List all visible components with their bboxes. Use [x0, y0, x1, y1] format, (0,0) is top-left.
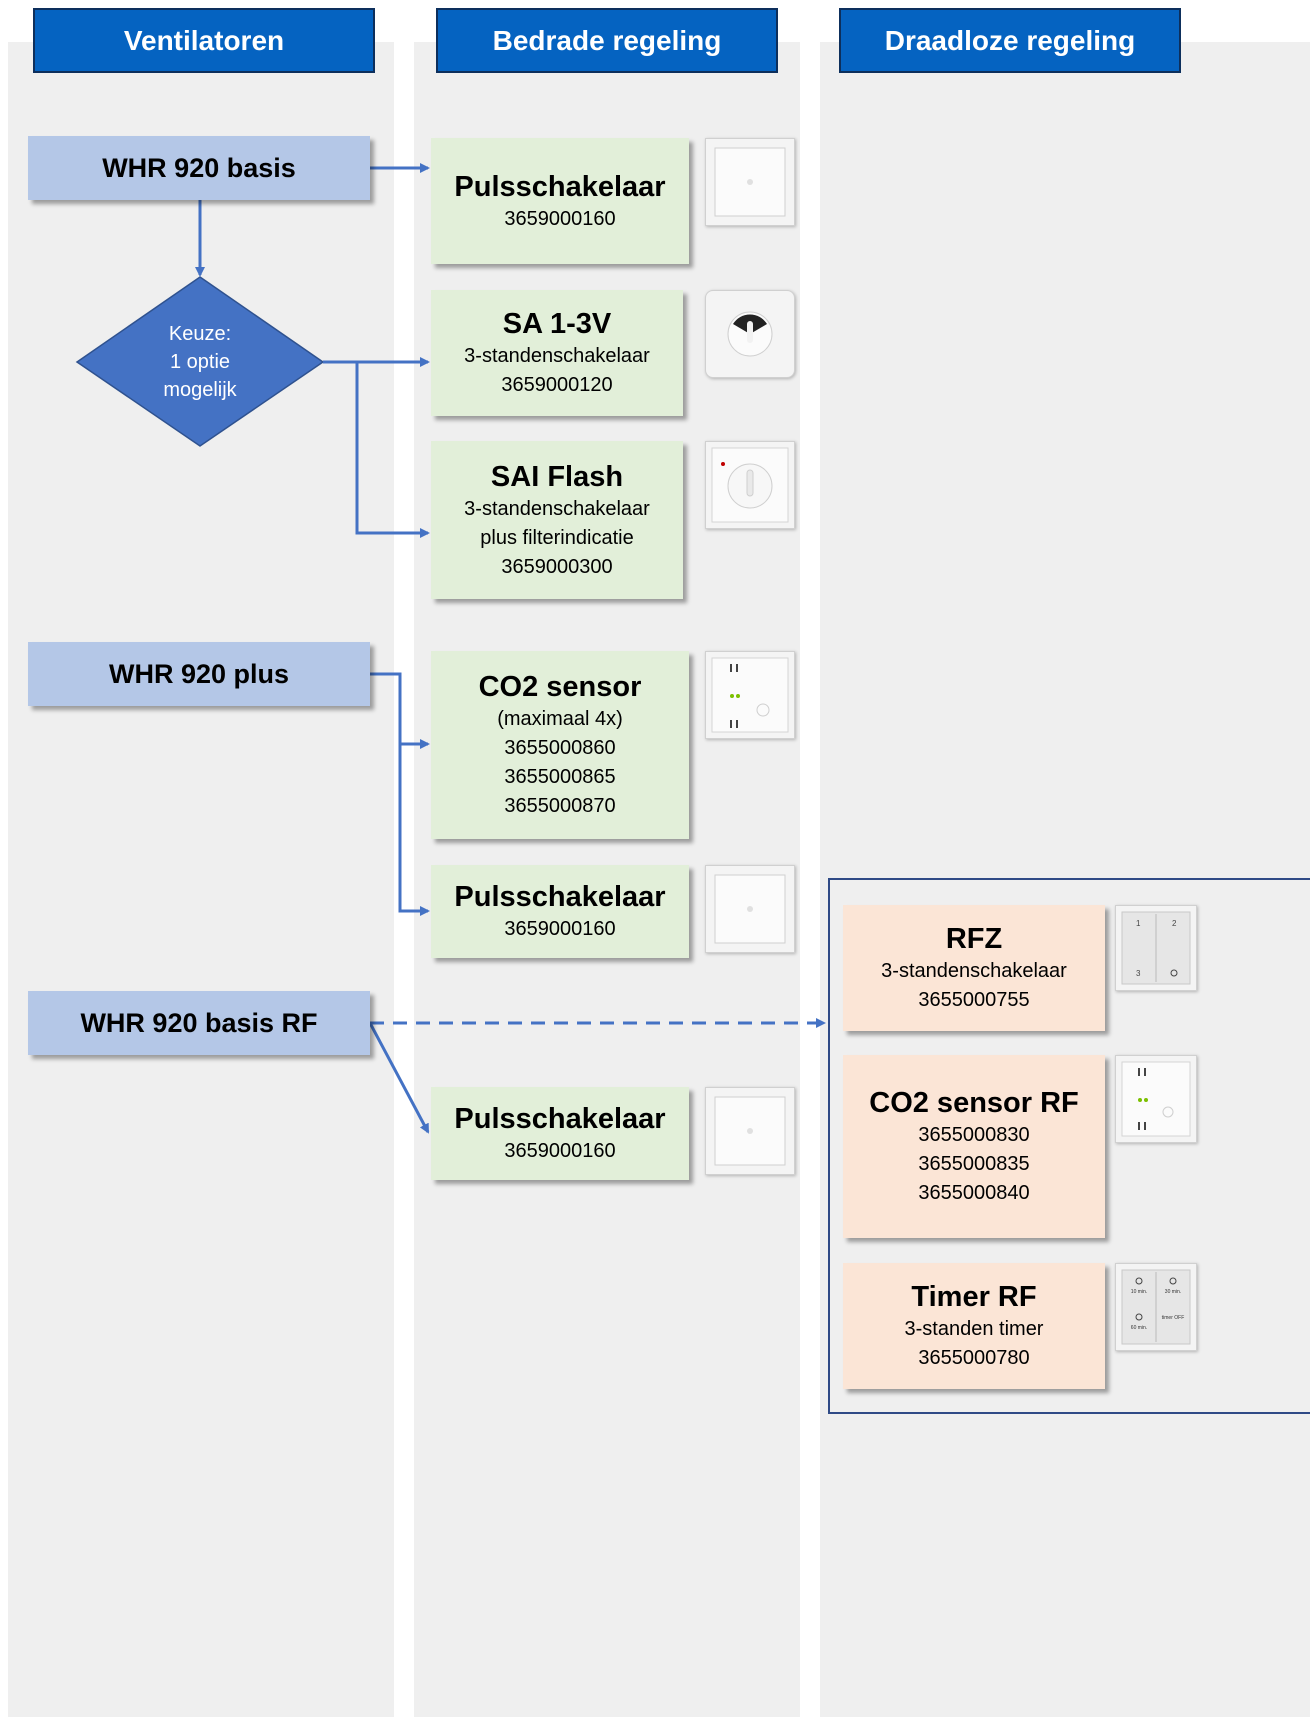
timer-icon [1135, 1313, 1143, 1321]
decision-line-1: Keuze: [168, 323, 232, 345]
timer-rf-photo: 10 min. 30 min. 60 min. timer OFF [1115, 1263, 1197, 1351]
wireless-co2-sensor-rf: CO2 sensor RF 3655000830 3655000835 3655… [843, 1055, 1105, 1238]
box-title: RFZ [945, 923, 1003, 955]
box-line: 3655000870 [504, 795, 616, 817]
timer-label-30: 30 min. [1165, 1289, 1181, 1295]
pulsschakelaar-photo [705, 1087, 795, 1175]
co2-sensor-photo [705, 651, 795, 739]
timer-icon [1135, 1277, 1143, 1285]
wired-pulsschakelaar-3: Pulsschakelaar 3659000160 [431, 1087, 689, 1180]
box-title: Timer RF [911, 1281, 1037, 1313]
sai-flash-photo [705, 441, 795, 529]
box-title: SAI Flash [490, 460, 624, 493]
decision-line-3: mogelijk [163, 379, 237, 401]
rfz-label-2: 2 [1172, 919, 1177, 928]
header-draadloze-regeling: Draadloze regeling [839, 8, 1181, 73]
decision-line-2: 1 optie [169, 351, 231, 373]
box-line: 3659000160 [504, 918, 616, 940]
header-bedrade-regeling: Bedrade regeling [436, 8, 778, 73]
wired-co2-sensor: CO2 sensor (maximaal 4x) 3655000860 3655… [431, 651, 689, 839]
decision-label: Keuze: 1 optie mogelijk [120, 320, 280, 404]
box-line: plus filterindicatie [480, 526, 634, 549]
box-title: Pulsschakelaar [454, 881, 666, 913]
wireless-timer-rf: Timer RF 3-standen timer 3655000780 [843, 1263, 1105, 1389]
decision-diamond [75, 276, 325, 447]
box-line: 3-standenschakelaar [881, 960, 1067, 982]
rfz-label-1: 1 [1136, 919, 1141, 928]
timer-icon [1169, 1277, 1177, 1285]
box-line: 3655000755 [918, 989, 1030, 1011]
box-line: 3659000120 [501, 374, 613, 396]
pulsschakelaar-photo [705, 138, 795, 226]
wireless-group [828, 878, 1310, 1414]
box-line: 3655000835 [918, 1153, 1030, 1175]
co2-sensor-rf-photo [1115, 1055, 1197, 1143]
rfz-label-3: 3 [1136, 969, 1141, 978]
pulsschakelaar-photo [705, 865, 795, 953]
timer-icon [1170, 969, 1178, 977]
fan-whr920-plus: WHR 920 plus [28, 642, 370, 706]
sa13v-photo [705, 290, 795, 378]
header-ventilatoren: Ventilatoren [33, 8, 375, 73]
arrow-plus-to-puls [398, 744, 430, 916]
box-line: 3659000300 [501, 555, 613, 578]
box-title: CO2 sensor RF [869, 1087, 1079, 1119]
box-line: 3655000830 [918, 1124, 1030, 1146]
timer-label-10: 10 min. [1131, 1289, 1147, 1295]
wired-sai-flash: SAI Flash 3-standenschakelaar plus filte… [431, 441, 683, 599]
box-title: Pulsschakelaar [454, 170, 666, 203]
wireless-rfz: RFZ 3-standenschakelaar 3655000755 [843, 905, 1105, 1031]
box-line: 3655000780 [918, 1347, 1030, 1369]
box-title: Pulsschakelaar [454, 1103, 666, 1135]
timer-label-off: timer OFF [1162, 1315, 1185, 1321]
box-line: 3655000860 [504, 737, 616, 759]
wired-pulsschakelaar-2: Pulsschakelaar 3659000160 [431, 865, 689, 958]
arrow-plus-to-co2 [370, 672, 430, 749]
wired-pulsschakelaar-1: Pulsschakelaar 3659000160 [431, 138, 689, 264]
box-line: (maximaal 4x) [497, 708, 623, 730]
box-line: 3-standenschakelaar [464, 497, 650, 520]
box-line: 3655000840 [918, 1182, 1030, 1204]
box-line: 3-standenschakelaar [464, 345, 650, 367]
box-line: 3659000160 [504, 1140, 616, 1162]
fan-whr920-basis: WHR 920 basis [28, 136, 370, 200]
box-line: 3655000865 [504, 766, 616, 788]
box-line: 3659000160 [504, 207, 616, 230]
timer-label-60: 60 min. [1131, 1325, 1147, 1331]
box-title: CO2 sensor [478, 671, 642, 703]
fan-whr920-basis-rf: WHR 920 basis RF [28, 991, 370, 1055]
wired-sa13v: SA 1-3V 3-standenschakelaar 3659000120 [431, 290, 683, 416]
arrow-decision-to-saiflash [355, 362, 430, 538]
rfz-photo: 1 2 3 [1115, 905, 1197, 991]
box-title: SA 1-3V [502, 308, 612, 340]
arrow-basisrf-to-puls [368, 1022, 430, 1134]
box-line: 3-standen timer [904, 1318, 1044, 1340]
